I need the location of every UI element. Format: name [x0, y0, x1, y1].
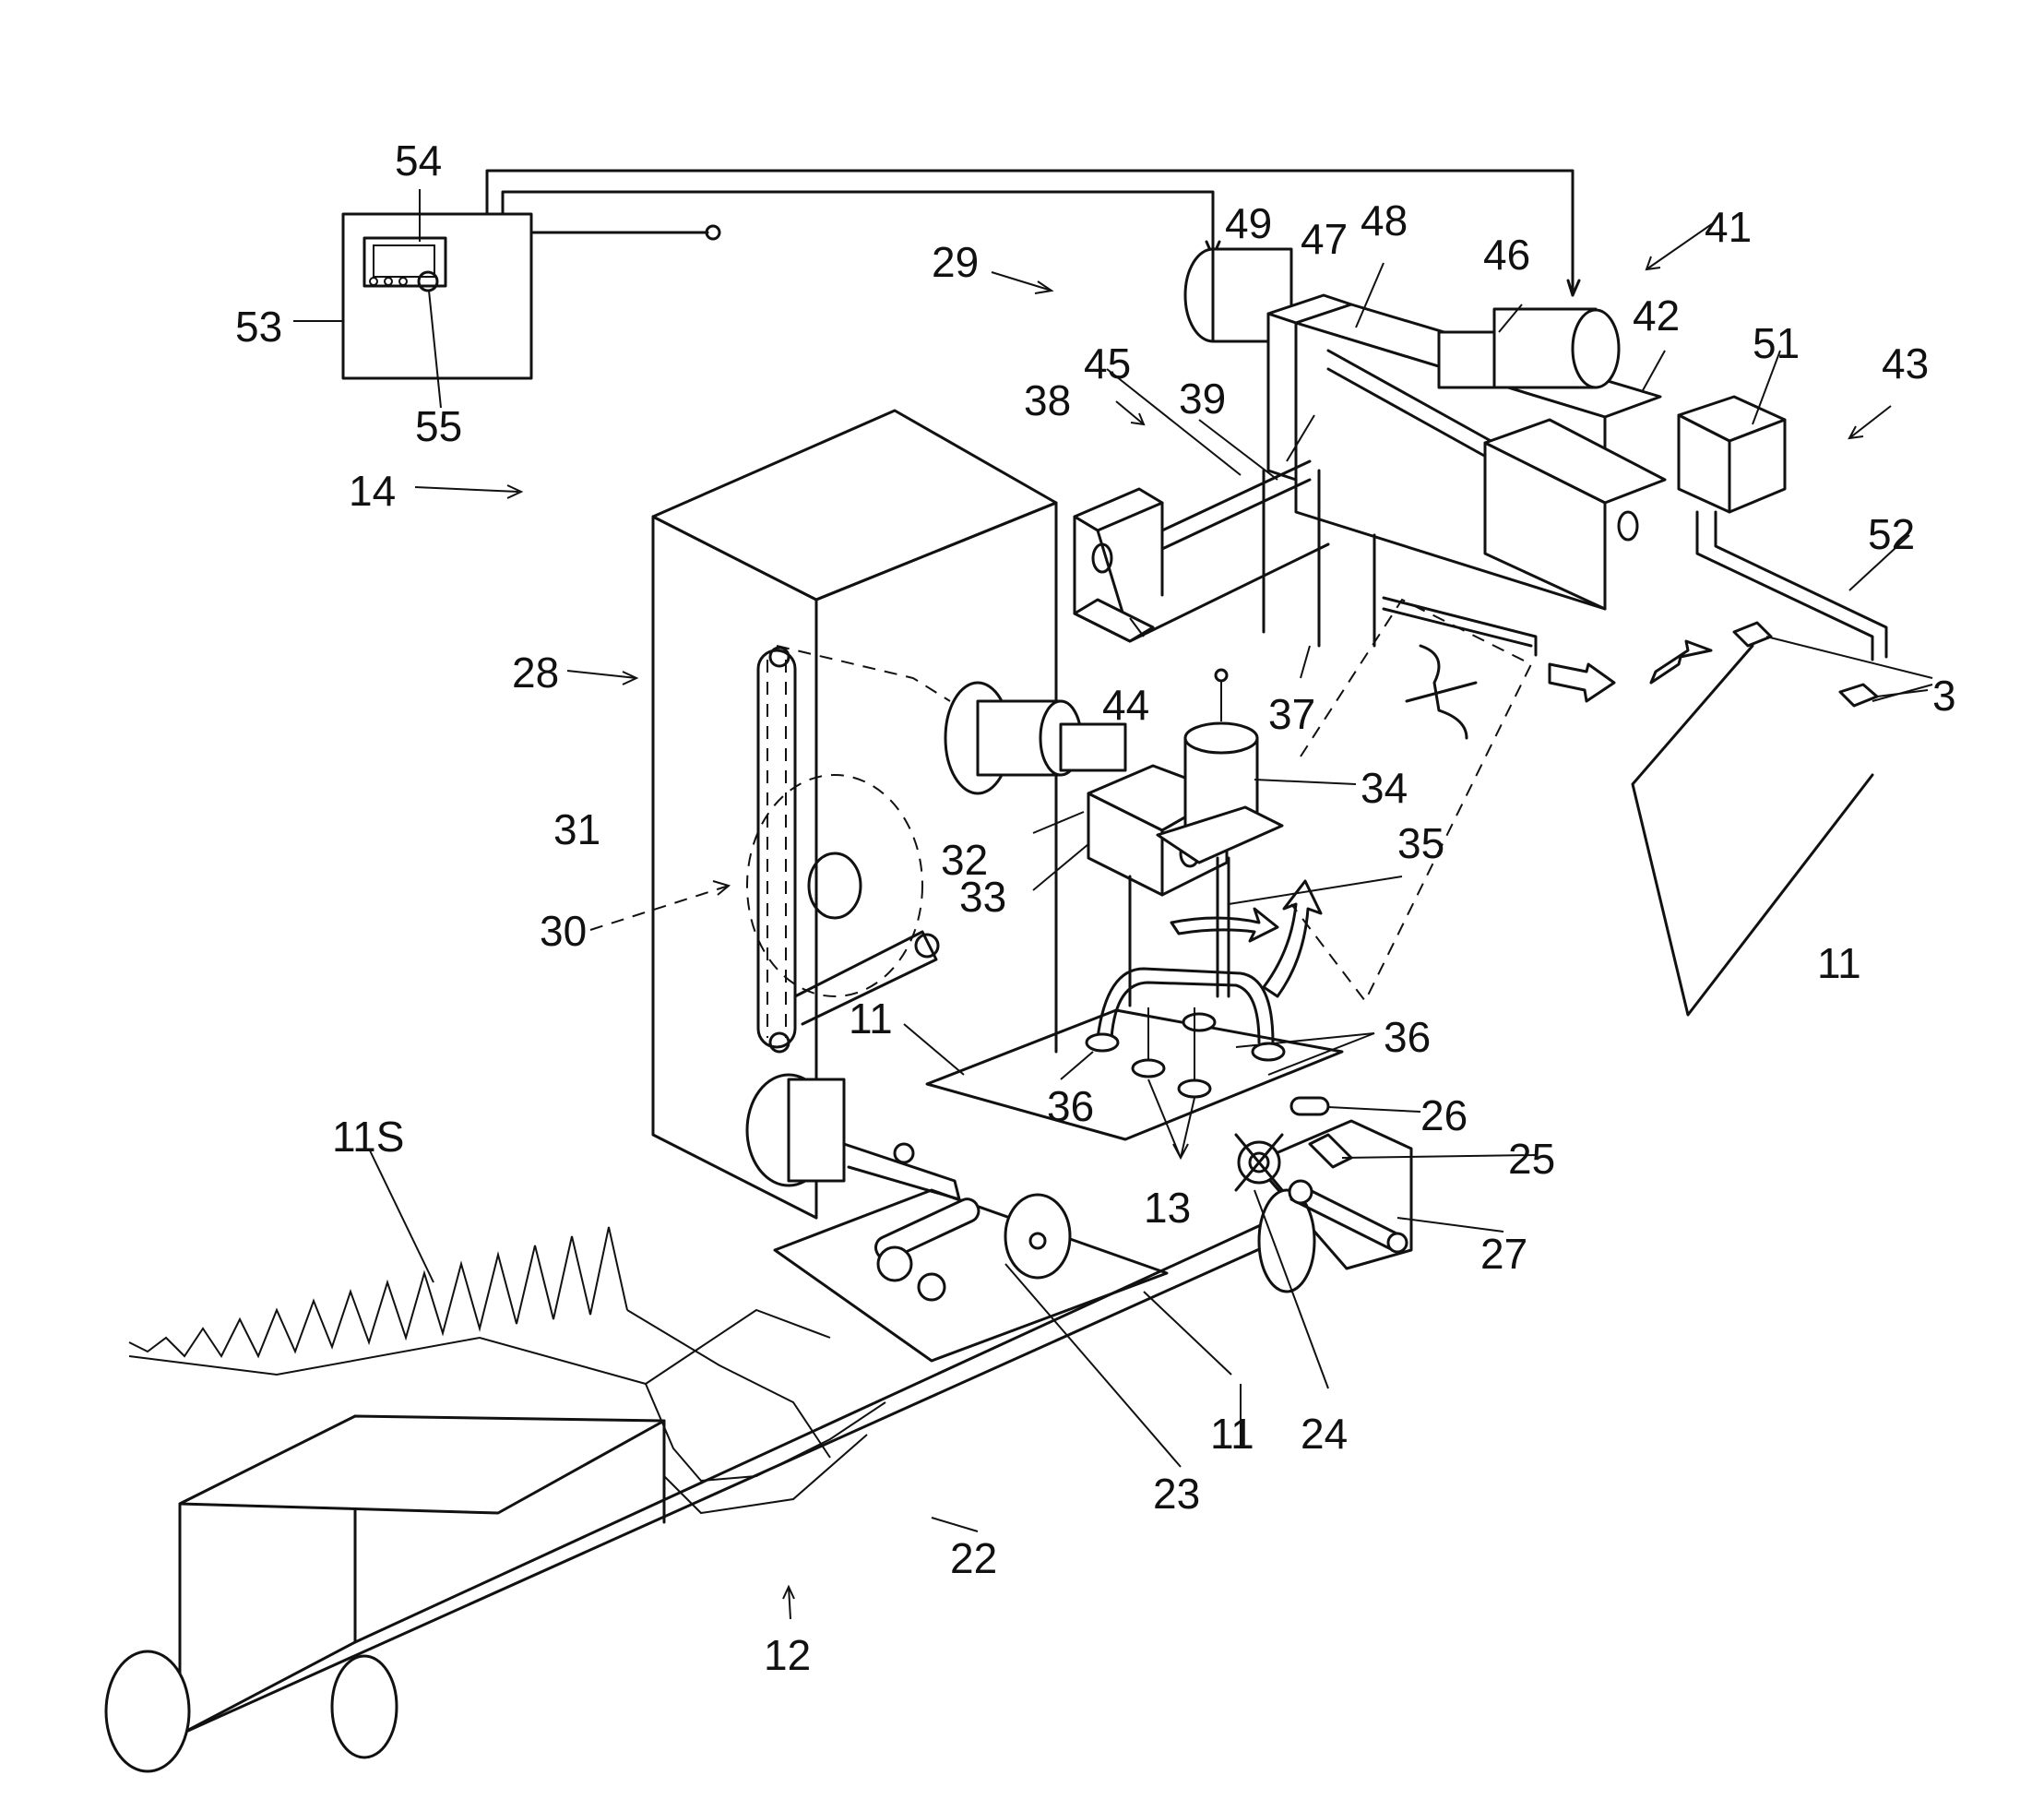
label-11-head: 11: [849, 995, 893, 1042]
label-51: 51: [1753, 319, 1800, 367]
label-52: 52: [1868, 510, 1915, 558]
label-39: 39: [1179, 375, 1226, 423]
label-22: 22: [950, 1534, 997, 1582]
label-33: 33: [959, 873, 1006, 921]
label-36-right: 36: [1384, 1013, 1431, 1061]
label-14: 14: [349, 467, 396, 515]
label-31: 31: [553, 805, 600, 853]
label-3: 3: [1932, 672, 1956, 720]
label-43: 43: [1882, 340, 1929, 387]
label-48: 48: [1361, 197, 1408, 244]
label-30: 30: [540, 907, 587, 955]
label-46: 46: [1483, 231, 1530, 279]
label-11s: 11S: [332, 1113, 404, 1161]
label-54: 54: [395, 137, 442, 185]
label-36-left: 36: [1047, 1082, 1094, 1130]
label-45: 45: [1084, 340, 1131, 387]
label-28: 28: [512, 649, 559, 697]
label-13: 13: [1144, 1184, 1191, 1232]
label-24: 24: [1301, 1410, 1348, 1458]
label-53: 53: [235, 303, 282, 351]
label-25: 25: [1508, 1135, 1555, 1183]
label-55: 55: [415, 402, 462, 450]
label-35: 35: [1397, 819, 1444, 867]
label-34: 34: [1361, 764, 1408, 812]
label-26: 26: [1420, 1091, 1468, 1139]
label-12: 12: [764, 1631, 811, 1679]
label-11-transferred: 11: [1817, 939, 1861, 987]
label-38: 38: [1024, 376, 1071, 424]
label-44: 44: [1102, 681, 1149, 729]
transfer-unit-38: [1075, 249, 1886, 660]
frame-31: [653, 411, 1056, 1218]
label-41: 41: [1705, 203, 1752, 251]
label-37: 37: [1268, 690, 1315, 738]
label-49: 49: [1225, 199, 1272, 247]
label-47: 47: [1301, 215, 1348, 263]
label-29: 29: [932, 238, 979, 286]
rotation-arrows: [1171, 881, 1321, 996]
label-11-feeder: 11: [1210, 1410, 1254, 1458]
label-27: 27: [1480, 1230, 1527, 1278]
label-23: 23: [1153, 1470, 1200, 1518]
label-42: 42: [1633, 292, 1680, 340]
